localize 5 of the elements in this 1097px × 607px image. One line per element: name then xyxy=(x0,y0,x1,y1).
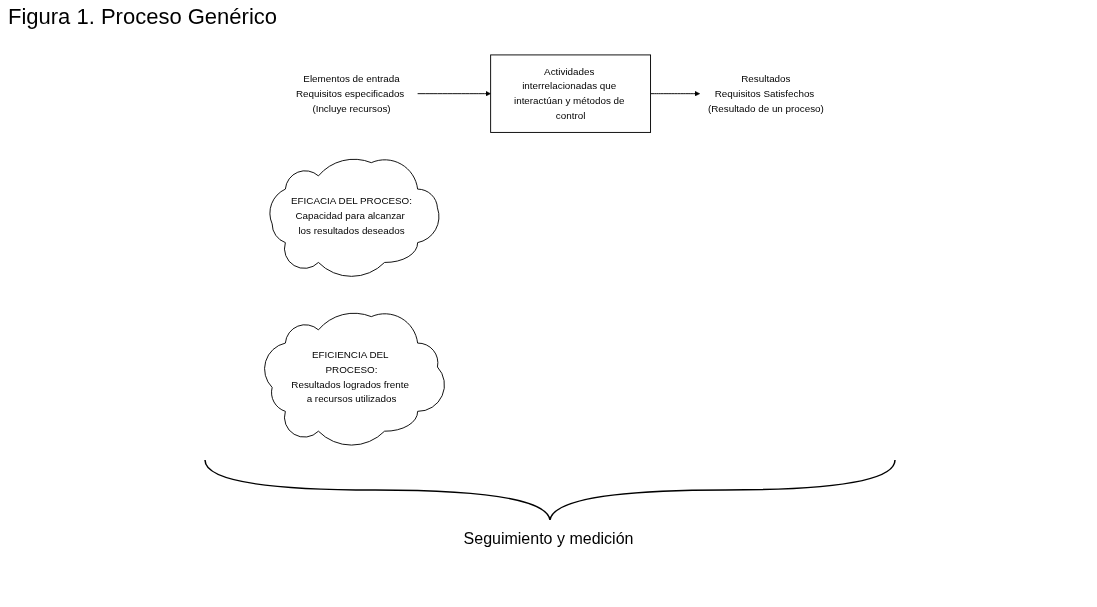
node-text: Elementos de entrada Requisitos especificados (Incluye recursos) xyxy=(296,73,405,114)
node-box: Actividades interrelacionadas que interactúan y métodos de control xyxy=(490,54,652,133)
node-text: Resultados Requisitos Satisfechos (Resultado de un proceso) xyxy=(708,73,825,114)
note-text: Seguimiento y medición xyxy=(462,530,635,548)
diagram-title: Figura 1. Proceso Genérico xyxy=(8,4,278,30)
